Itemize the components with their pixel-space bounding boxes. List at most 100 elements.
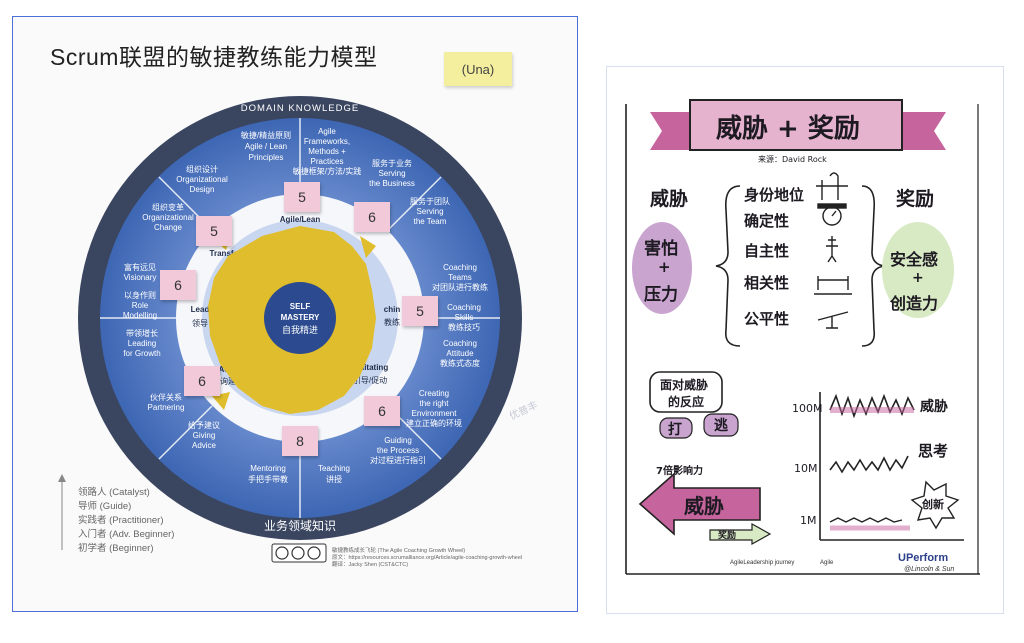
threat-heading: 威胁 xyxy=(650,188,689,210)
score-note: 6 xyxy=(364,396,400,426)
agile-logo: Agile xyxy=(820,560,834,566)
safety-plus: + xyxy=(912,270,924,286)
fear-blob xyxy=(632,222,692,314)
y-label-1m: 1M xyxy=(800,514,817,527)
banner-ribbon-left xyxy=(650,112,692,150)
scarf-autonomy: 自主性 xyxy=(744,242,790,260)
score-note: 8 xyxy=(282,426,318,456)
inner-coaching-cn: 教练 xyxy=(384,317,400,327)
reward-arrow-label: 奖励 xyxy=(718,531,737,541)
uperform-logo: UPerform xyxy=(898,552,949,564)
author-credit: 来源：David Rock xyxy=(758,155,827,164)
series-innovation-label: 创新 xyxy=(922,498,944,511)
center-label-1: SELF xyxy=(290,302,311,311)
agile-leadership-logo: AgileLeadership journey xyxy=(730,560,795,566)
author-sticky-note: (Una) xyxy=(444,52,512,86)
inner-agile-lean: Agile/Lean xyxy=(280,215,321,224)
flee-label: 逃 xyxy=(714,418,728,434)
reaction-line-2: 的反应 xyxy=(668,395,705,409)
innovation-squiggle xyxy=(829,517,903,523)
impact-label: 7倍影响力 xyxy=(656,466,703,477)
scarf-icons xyxy=(814,172,852,329)
series-thinking-label: 思考 xyxy=(918,442,949,460)
score-note: 5 xyxy=(196,216,232,246)
reward-heading: 奖励 xyxy=(896,188,935,210)
center-label-3: 自我精进 xyxy=(282,324,318,335)
fight-label: 打 xyxy=(668,422,682,438)
stress-label: 压力 xyxy=(644,285,678,305)
wheel-title: Scrum联盟的敏捷教练能力模型 xyxy=(50,44,378,70)
fear-plus: + xyxy=(658,258,671,276)
level-practitioner: 实践者 (Practitioner) xyxy=(78,515,164,526)
credit-line-1: 敏捷教练成长飞轮 (The Agile Coaching Growth Whee… xyxy=(332,548,466,554)
reaction-line-1: 面对威胁 xyxy=(660,378,709,392)
scarf-status: 身份地位 xyxy=(744,186,805,204)
thinking-squiggle xyxy=(829,455,909,474)
signature: @Lincoln & Sun xyxy=(904,566,955,573)
y-label-100m: 100M xyxy=(792,402,823,415)
scarf-certainty: 确定性 xyxy=(744,212,790,230)
reaction-box xyxy=(649,371,723,413)
safety-label: 安全感 xyxy=(890,250,939,269)
safety-blob xyxy=(882,222,954,318)
inner-coaching: chin xyxy=(384,305,401,314)
domain-knowledge-cn-label: 业务领域知识 xyxy=(264,518,336,533)
credit-line-2: 原文：https://resources.scrumalliance.org/A… xyxy=(332,555,523,561)
inner-facilitating: ilitating xyxy=(360,363,389,372)
creativity-label: 创造力 xyxy=(890,294,939,313)
score-note: 6 xyxy=(184,366,220,396)
series-threat-label: 威胁 xyxy=(920,399,948,415)
banner-title: 威胁 + 奖励 xyxy=(716,114,860,144)
score-note: 5 xyxy=(402,296,438,326)
level-guide: 导师 (Guide) xyxy=(78,501,132,512)
fight-badge xyxy=(659,417,693,439)
center-label-2: MASTERY xyxy=(281,313,320,322)
innovation-burst xyxy=(910,480,960,530)
inner-leading: Lead xyxy=(191,305,210,314)
credit-line-3: 翻译：Jacky Shen (CST&CTC) xyxy=(332,562,409,568)
score-note: 6 xyxy=(160,270,196,300)
inner-facilitating-cn: 引导/促动 xyxy=(353,375,387,385)
level-catalyst: 领路人 (Catalyst) xyxy=(78,487,150,498)
scarf-relatedness: 相关性 xyxy=(744,274,790,292)
threat-arrow-label: 威胁 xyxy=(684,494,724,518)
fear-label: 害怕 xyxy=(644,239,678,259)
level-adv-beginner: 入门者 (Adv. Beginner) xyxy=(78,529,175,540)
level-beginner: 初学者 (Beginner) xyxy=(78,543,154,554)
banner-box xyxy=(689,99,903,151)
banner-ribbon-right xyxy=(900,112,946,150)
scarf-fairness: 公平性 xyxy=(744,310,790,328)
inner-advising-cn: 咨询建议 xyxy=(212,376,244,386)
y-label-10m: 10M xyxy=(794,462,818,475)
score-note: 6 xyxy=(354,202,390,232)
reward-arrow xyxy=(709,522,772,546)
score-note: 5 xyxy=(284,182,320,212)
flee-badge xyxy=(703,413,739,437)
domain-knowledge-label: DOMAIN KNOWLEDGE xyxy=(241,103,359,114)
inner-leading-cn: 领导 xyxy=(192,318,208,328)
self-mastery-circle xyxy=(264,282,336,354)
inner-transformation: Transfo xyxy=(210,249,239,258)
threat-arrow xyxy=(638,472,761,536)
